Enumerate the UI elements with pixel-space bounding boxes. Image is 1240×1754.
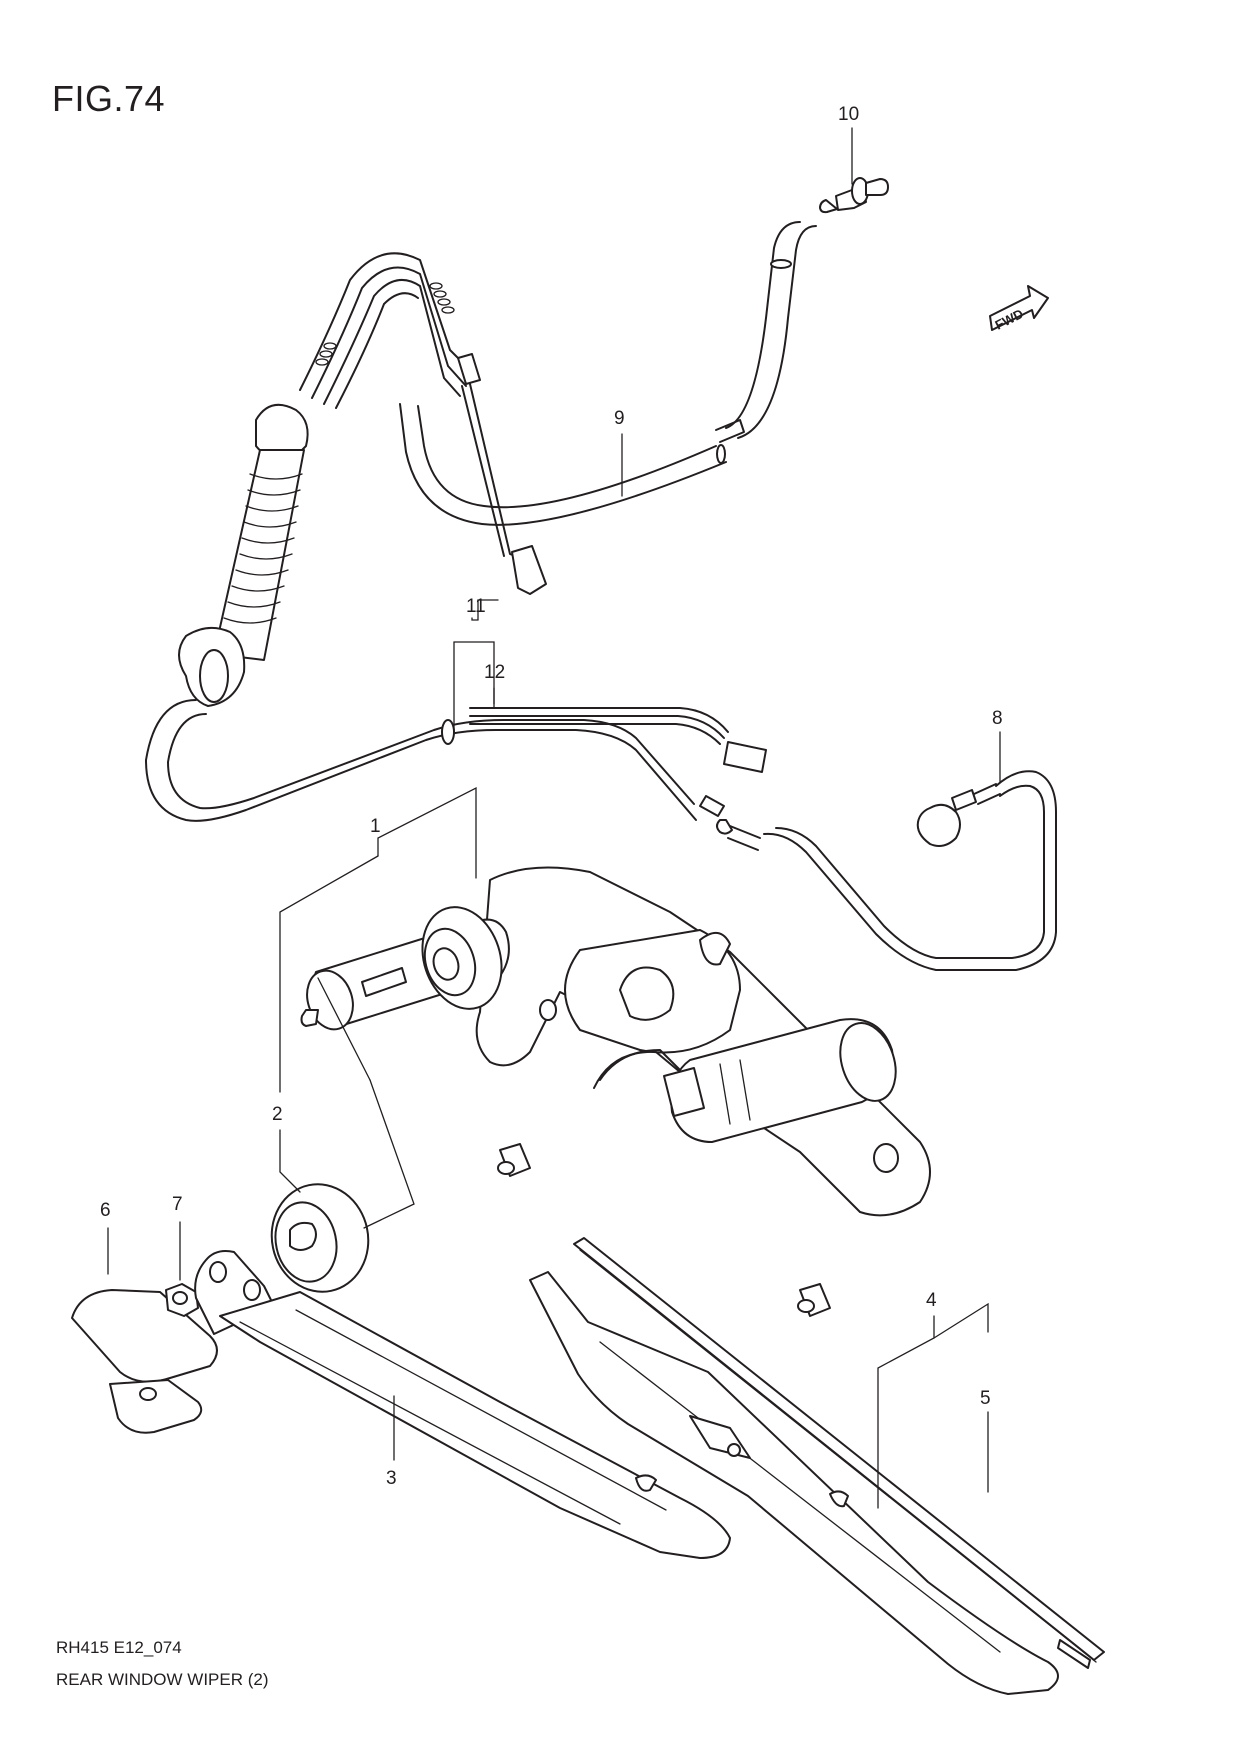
part-2-spindle-cap (270, 1183, 370, 1293)
harness-coil-upper (315, 282, 455, 366)
part-8-washer-nozzle (763, 770, 1057, 971)
figure-title: FIG.74 (52, 78, 166, 119)
callout-2: 2 (272, 1104, 283, 1125)
part-3-wiper-arm (194, 1250, 731, 1559)
callout-10: 10 (838, 104, 859, 125)
callout-3: 3 (386, 1468, 397, 1489)
part-7-nut (165, 1283, 199, 1317)
callout-5: 5 (980, 1388, 991, 1409)
figure-code: RH415 E12_074 (56, 1638, 182, 1657)
fwd-arrow-icon: FWD (989, 285, 1049, 333)
callout-11: 11 (466, 596, 486, 617)
grommet-bellows (223, 473, 303, 624)
part-6-arm-cap (71, 1289, 218, 1434)
part-10-hose-connector (819, 177, 889, 214)
figure-footer: RH415 E12_074 REAR WINDOW WIPER (2) (56, 1632, 269, 1696)
callout-numbers: 1 2 3 4 5 6 7 8 9 10 11 12 (100, 104, 1003, 1489)
leader-lines (107, 127, 1001, 1509)
part-5-blade-refill (573, 1237, 1105, 1669)
callout-9: 9 (614, 408, 625, 429)
callout-6: 6 (100, 1200, 111, 1221)
fwd-label: FWD (993, 306, 1026, 333)
callout-12: 12 (484, 662, 505, 683)
part-1-wiper-motor (300, 866, 931, 1317)
part-4-wiper-blade (529, 1271, 1059, 1695)
callout-4: 4 (926, 1290, 937, 1311)
callout-1: 1 (370, 816, 381, 837)
callout-7: 7 (172, 1194, 183, 1215)
rear-wiper-harness (145, 252, 767, 851)
figure-caption: REAR WINDOW WIPER (2) (56, 1670, 269, 1689)
callout-8: 8 (992, 708, 1003, 729)
